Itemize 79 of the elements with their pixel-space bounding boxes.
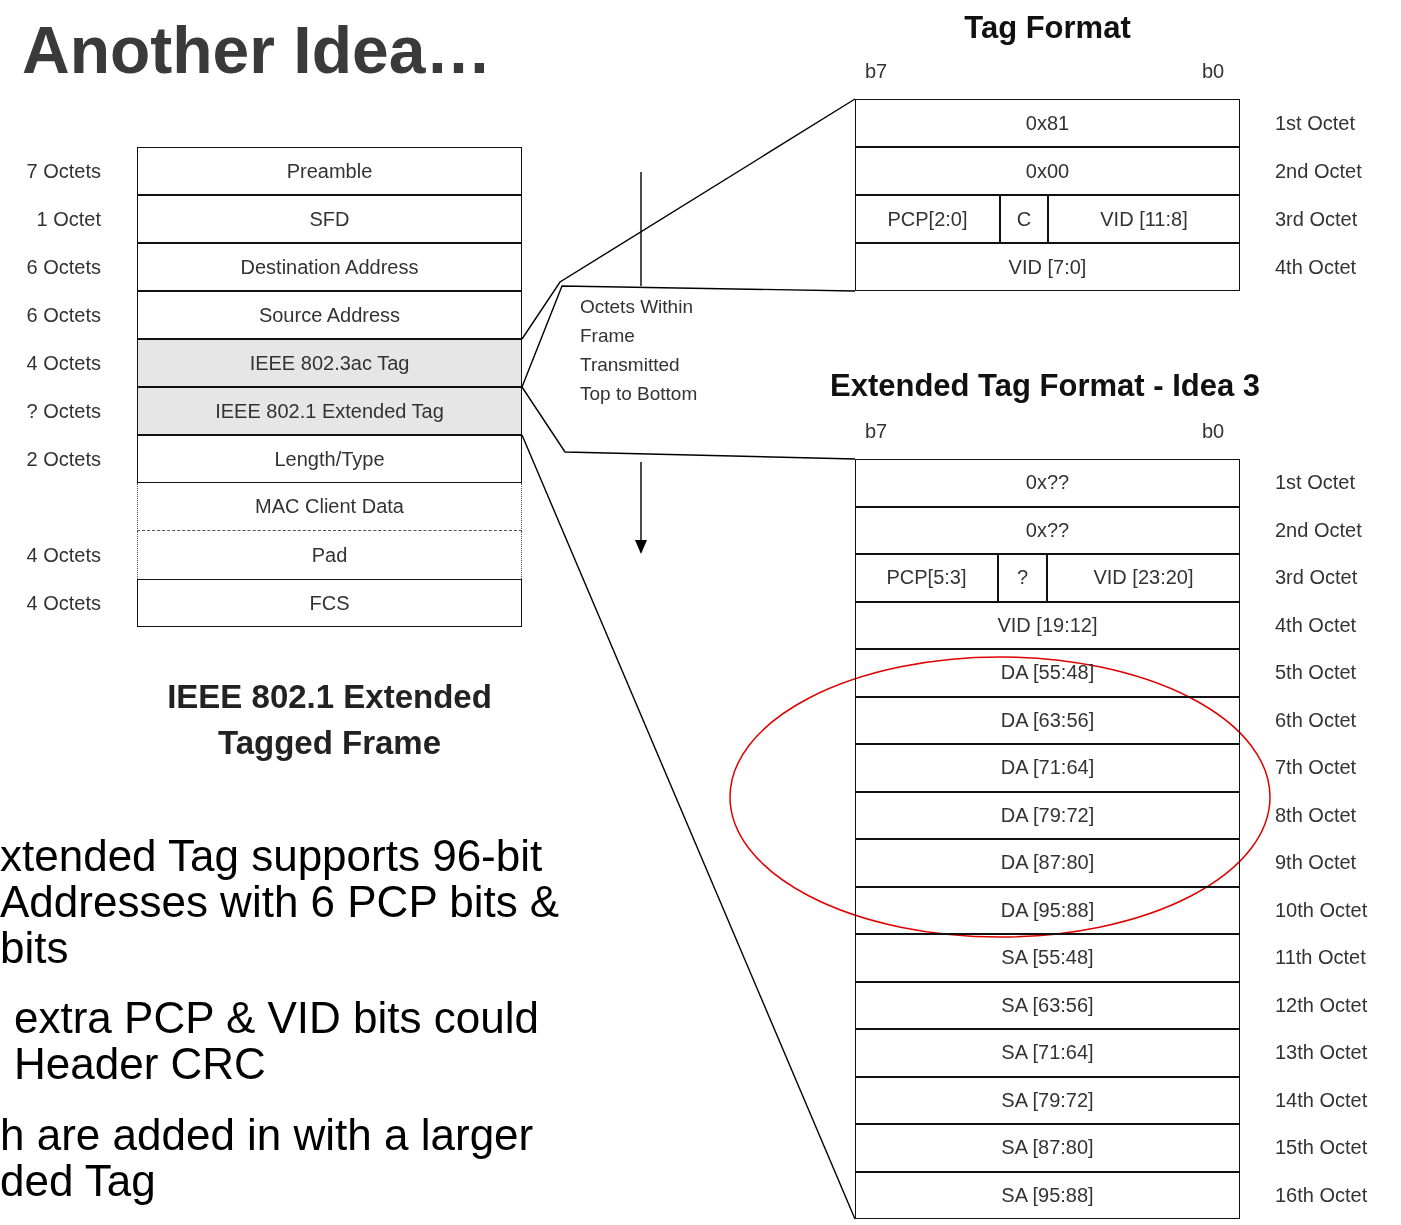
bit-label: b0 [1202, 420, 1225, 443]
octet-position-label: 6th Octet [1275, 707, 1357, 733]
octet-count-label: 1 Octet [35, 206, 101, 232]
octet-position-label: 3rd Octet [1275, 206, 1358, 232]
octet-position-label: 13th Octet [1275, 1040, 1368, 1066]
octet-count-label: ? Octets [25, 398, 101, 424]
octet-position-label: 1st Octet [1275, 110, 1356, 136]
tag-field: VID [23:20] [1047, 554, 1240, 602]
tag-field: SA [63:56] [855, 981, 1240, 1029]
table-heading: Extended Tag Format - Idea 3 [829, 367, 1261, 405]
frame-field: SFD [137, 195, 522, 243]
frame-field: IEEE 802.3ac Tag [137, 339, 522, 387]
octet-position-label: 8th Octet [1275, 802, 1357, 828]
frame-field: Pad [137, 531, 522, 579]
tag-field: 0x?? [855, 459, 1240, 507]
tag-field: VID [7:0] [855, 243, 1240, 291]
frame-field: FCS [137, 579, 522, 627]
tag-field: SA [95:88] [855, 1171, 1240, 1219]
bullet-text: xtended Tag supports 96-bit Addresses with 6 PCP bits & bits [0, 833, 561, 971]
octet-count-label: 7 Octets [25, 158, 101, 184]
slide-title: Another Idea… [22, 12, 492, 88]
octet-position-label: 12th Octet [1275, 992, 1368, 1018]
octet-position-label: 16th Octet [1275, 1182, 1368, 1208]
tag-field: DA [71:64] [855, 744, 1240, 792]
octet-position-label: 14th Octet [1275, 1087, 1368, 1113]
tag-field: DA [95:88] [855, 886, 1240, 934]
tag-field: VID [19:12] [855, 601, 1240, 649]
frame-caption: IEEE 802.1 Extended Tagged Frame [166, 677, 493, 763]
frame-field: MAC Client Data [137, 483, 522, 531]
octet-position-label: 15th Octet [1275, 1135, 1368, 1161]
tag-field: 0x00 [855, 147, 1240, 195]
frame-field: IEEE 802.1 Extended Tag [137, 387, 522, 435]
tag-field: SA [79:72] [855, 1076, 1240, 1124]
tag-field: 0x?? [855, 506, 1240, 554]
tag-field: DA [87:80] [855, 839, 1240, 887]
frame-field: Source Address [137, 291, 522, 339]
tag-field: C [1000, 195, 1048, 243]
octet-count-label: 4 Octets [25, 350, 101, 376]
frame-field: Destination Address [137, 243, 522, 291]
octet-position-label: 3rd Octet [1275, 565, 1358, 591]
tag-field: PCP[5:3] [855, 554, 998, 602]
octet-count-label: 6 Octets [25, 254, 101, 280]
octet-position-label: 11th Octet [1275, 945, 1366, 971]
frame-field: Length/Type [137, 435, 522, 483]
octet-position-label: 2nd Octet [1275, 158, 1362, 184]
tag-field: 0x81 [855, 99, 1240, 147]
bullet-text: extra PCP & VID bits could Header CRC [14, 995, 540, 1087]
octet-count-label: 6 Octets [25, 302, 101, 328]
octet-position-label: 7th Octet [1275, 755, 1357, 781]
tag-field: DA [63:56] [855, 696, 1240, 744]
tag-field: SA [55:48] [855, 934, 1240, 982]
bit-label: b0 [1202, 60, 1225, 83]
octet-position-label: 4th Octet [1275, 612, 1357, 638]
octet-count-label: 4 Octets [25, 590, 101, 616]
bullet-text: h are added in with a larger ded Tag [0, 1112, 535, 1204]
octet-position-label: 2nd Octet [1275, 517, 1362, 543]
octet-position-label: 4th Octet [1275, 254, 1357, 280]
octet-count-label: 2 Octets [25, 446, 101, 472]
tag-field: DA [79:72] [855, 791, 1240, 839]
tag-field: VID [11:8] [1048, 195, 1240, 243]
note-text: Octets Within Frame Transmitted Top to Bottom [580, 295, 699, 406]
octet-position-label: 9th Octet [1275, 850, 1357, 876]
tag-field: ? [998, 554, 1047, 602]
octet-position-label: 10th Octet [1275, 897, 1368, 923]
expansion-line [521, 434, 856, 1220]
tag-field: DA [55:48] [855, 649, 1240, 697]
octet-position-label: 5th Octet [1275, 660, 1357, 686]
tag-field: SA [71:64] [855, 1029, 1240, 1077]
tag-field: SA [87:80] [855, 1124, 1240, 1172]
bit-label: b7 [865, 420, 888, 443]
frame-field: Preamble [137, 147, 522, 195]
octet-position-label: 1st Octet [1275, 470, 1356, 496]
octet-count-label: 4 Octets [25, 542, 101, 568]
tag-field: PCP[2:0] [855, 195, 1000, 243]
expansion-line [521, 285, 856, 388]
table-heading: Tag Format [964, 9, 1131, 47]
expansion-line [521, 98, 856, 340]
expansion-line [521, 386, 856, 460]
bit-label: b7 [865, 60, 888, 83]
